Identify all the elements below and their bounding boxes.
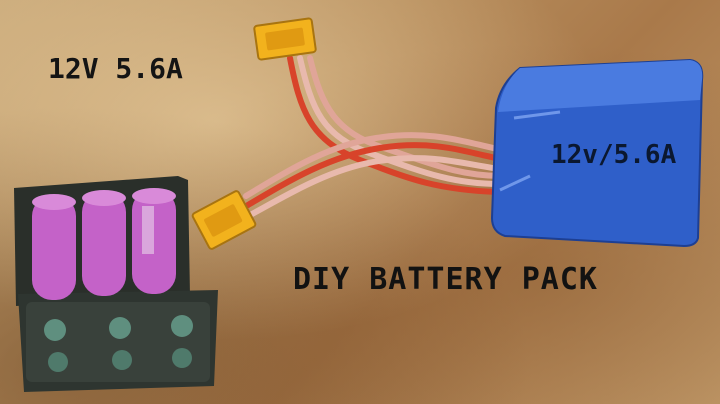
cell-1 bbox=[32, 194, 76, 300]
pack-spec-label: 12v/5.6A bbox=[551, 140, 677, 170]
spec-label-topleft: 12V 5.6A bbox=[48, 52, 183, 85]
shrink-wrapped-pack bbox=[490, 58, 704, 248]
thumbnail-title: DIY BATTERY PACK bbox=[293, 262, 598, 297]
wire-harness bbox=[243, 55, 509, 217]
cell-3 bbox=[132, 188, 176, 294]
bottom-connector bbox=[191, 190, 257, 250]
top-connector bbox=[253, 17, 317, 61]
cell-2 bbox=[82, 190, 126, 296]
